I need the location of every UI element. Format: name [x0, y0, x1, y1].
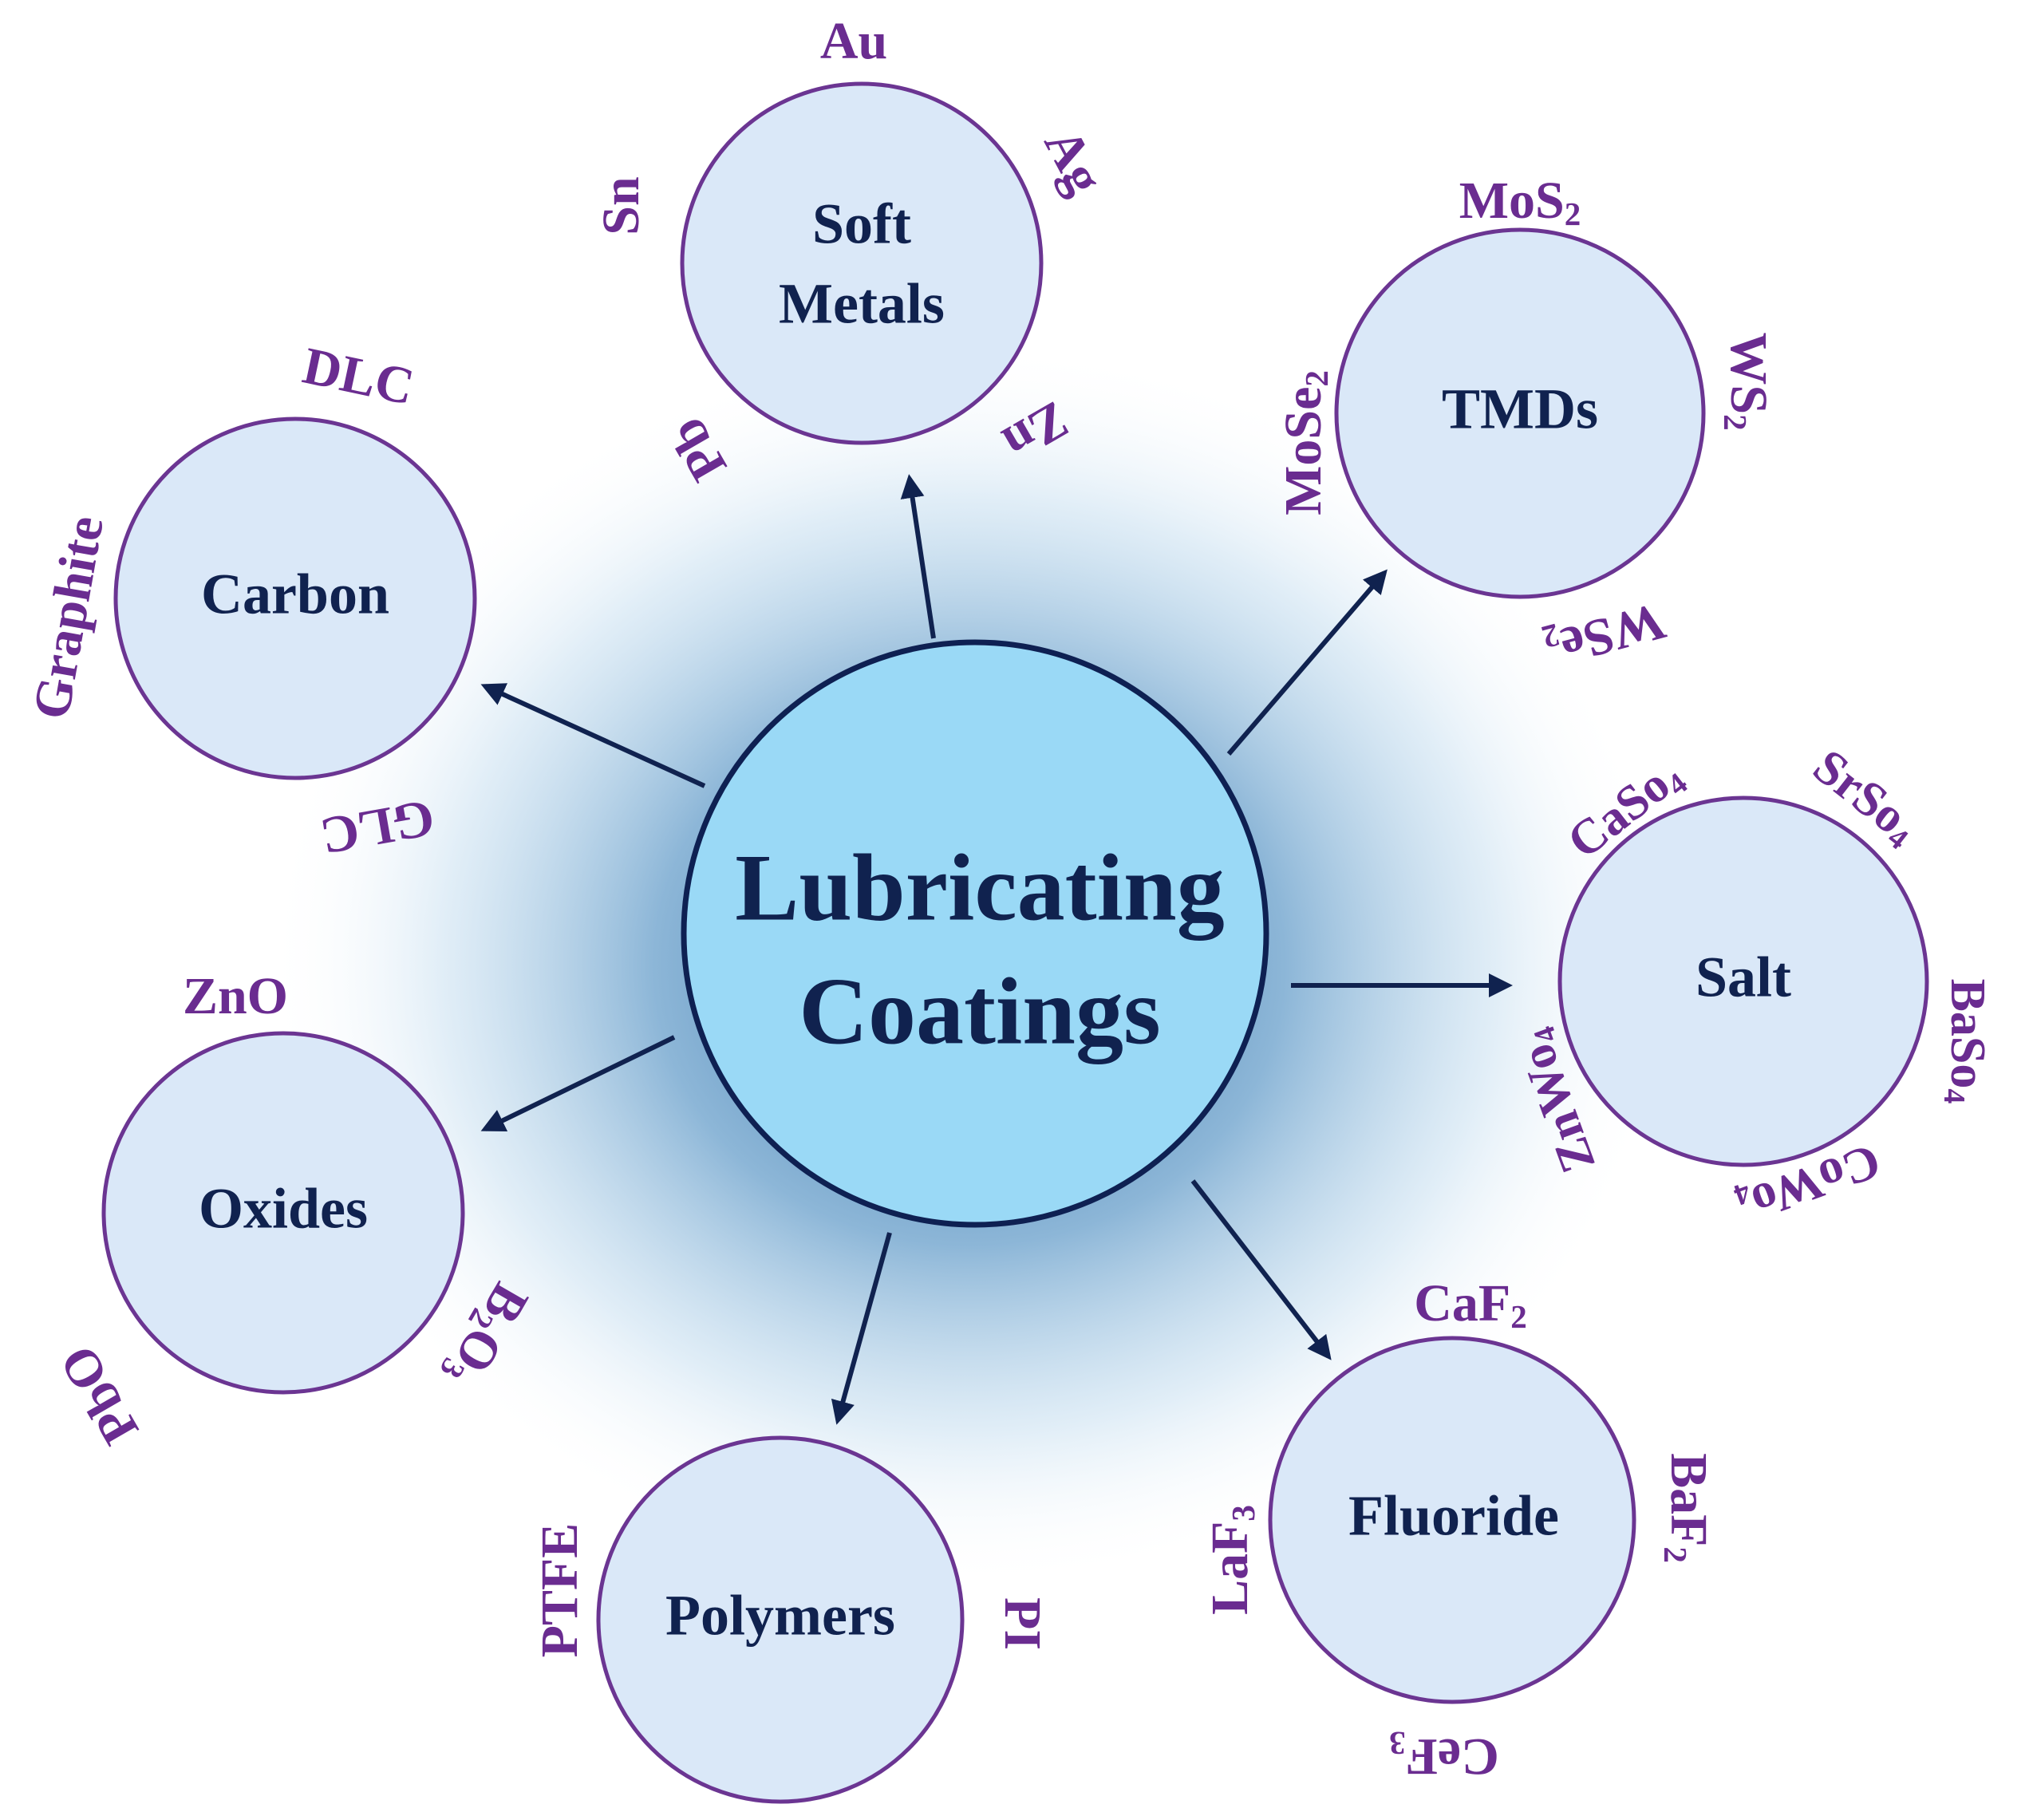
material-mos2: MoS2 — [1459, 172, 1581, 232]
center-title-line2: Coatings — [799, 958, 1160, 1065]
arrow-to-polymers — [831, 1232, 892, 1425]
arrow-to-tmds — [1226, 569, 1388, 756]
node-soft-metals-label-line1: Soft — [812, 192, 911, 256]
arrow-to-oxides — [480, 1035, 676, 1132]
material-cef3: CeF3 — [1389, 1725, 1499, 1786]
arrow-to-fluoride — [1190, 1179, 1332, 1360]
material-ptfe: PTFE — [531, 1523, 589, 1658]
material-laf3: LaF3 — [1201, 1505, 1261, 1615]
material-ws2: WS2 — [1717, 332, 1778, 430]
arrow-to-soft-metals — [900, 474, 936, 639]
node-soft-metals-label-line2: Metals — [779, 272, 945, 336]
node-oxides: Oxides ZnO B2O3 PbO — [49, 967, 539, 1454]
material-pbo: PbO — [49, 1336, 150, 1454]
material-baf2: BaF2 — [1657, 1453, 1718, 1563]
node-polymers-label: Polymers — [665, 1584, 895, 1648]
material-caf2: CaF2 — [1414, 1274, 1526, 1335]
material-baso4: BaSo4 — [1937, 979, 1994, 1104]
node-fluoride: Fluoride CaF2 BaF2 LaF3 CeF3 — [1201, 1274, 1718, 1786]
material-zno: ZnO — [183, 967, 288, 1025]
node-oxides-label: Oxides — [199, 1177, 368, 1241]
material-au: Au — [820, 12, 887, 70]
node-carbon-label: Carbon — [201, 563, 389, 626]
material-graphite: Graphite — [22, 511, 115, 723]
center-node: Lubricating Coatings — [681, 639, 1269, 1228]
material-sn: Sn — [592, 176, 650, 235]
arrow-to-carbon — [480, 683, 706, 788]
material-ag: Ag — [1032, 119, 1114, 203]
node-polymers: Polymers PTFE PI — [531, 1435, 1052, 1804]
node-salt-label: Salt — [1695, 946, 1791, 1009]
node-fluoride-label: Fluoride — [1348, 1484, 1559, 1548]
node-tmds: TMDs MoS2 WS2 MoSe2 WSe2 — [1274, 172, 1778, 675]
material-mose2: MoSe2 — [1274, 370, 1335, 515]
center-title-line1: Lubricating — [735, 835, 1224, 942]
node-tmds-label: TMDs — [1442, 377, 1598, 441]
material-pi: PI — [993, 1597, 1052, 1650]
material-dlc: DLC — [298, 337, 419, 417]
node-salt: Salt CaSo4 SrSo4 BaSo4 CoWo4 ZnWo4 — [1510, 740, 1995, 1230]
